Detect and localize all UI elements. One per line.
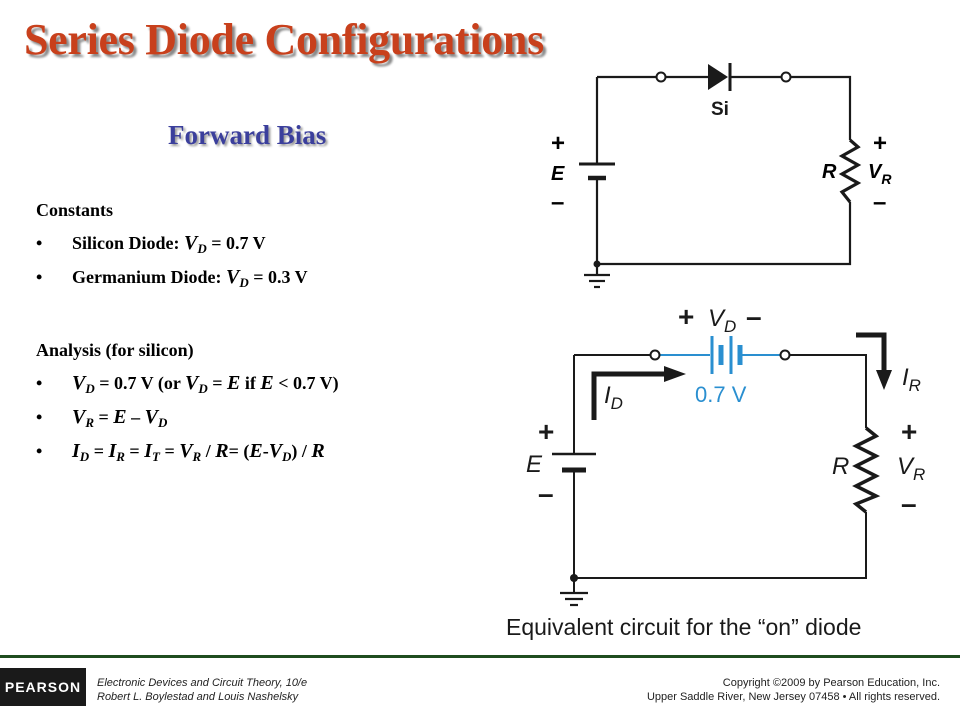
constants-heading: Constants — [36, 200, 114, 220]
resistor-zigzag — [838, 138, 862, 203]
battery-symbol — [579, 162, 615, 181]
ground-symbol — [584, 273, 610, 289]
vd-minus: – — [746, 301, 762, 332]
source-label: E — [551, 163, 565, 185]
constant-silicon: Silicon Diode: VD = 0.7 V — [36, 227, 308, 261]
eq-diode-battery-symbol — [710, 336, 743, 374]
terminal-top-right — [780, 71, 792, 83]
eq-vr-label: VR — [897, 453, 925, 484]
eq-terminal-right — [779, 349, 791, 361]
ir-label: IR — [902, 364, 921, 395]
footer-copyright: Copyright ©2009 by Pearson Education, In… — [722, 677, 940, 689]
footer-divider — [0, 655, 960, 658]
vd-label: VD — [708, 305, 736, 336]
constant-germanium: Germanium Diode: VD = 0.3 V — [36, 261, 308, 295]
eq-battery-symbol — [552, 452, 596, 473]
footer-authors: Robert L. Boylestad and Louis Nashelsky — [97, 691, 299, 703]
vr-label: VR — [868, 161, 892, 187]
eq-vr-minus: – — [901, 488, 917, 519]
slide-title: Series Diode Configurations — [24, 15, 544, 64]
figure-caption: Equivalent circuit for the “on” diode — [506, 614, 862, 640]
eq-ground-symbol — [560, 591, 588, 607]
current-id-arrow — [591, 366, 686, 420]
diode-symbol — [708, 63, 732, 91]
diode-label: Si — [711, 99, 729, 120]
equation-vd: VD = 0.7 V (or VD = E if E < 0.7 V) — [36, 367, 339, 401]
eq-source-label: E — [526, 451, 543, 478]
eq-source-minus: – — [538, 478, 554, 509]
subtitle-forward-bias: Forward Bias — [168, 120, 327, 150]
equation-id: ID = IR = IT = VR / R= (E-VD) / R — [36, 435, 339, 469]
footer-rights: Upper Saddle River, New Jersey 07458 • A… — [646, 691, 940, 703]
analysis-heading: Analysis (for silicon) — [36, 340, 194, 360]
resistor-label: R — [822, 161, 837, 183]
constants-section: Constants Silicon Diode: VD = 0.7 V Germ… — [36, 194, 308, 295]
source-plus: + — [551, 130, 565, 157]
eq-wire-right-lower — [574, 512, 867, 579]
equation-vr: VR = E – VD — [36, 401, 339, 435]
eq-resistor-label: R — [832, 453, 849, 480]
eq-vr-plus: + — [901, 416, 917, 447]
footer-book-info: Electronic Devices and Circuit Theory, 1… — [97, 676, 307, 704]
wire-right-lower — [597, 202, 852, 266]
current-ir-arrow — [856, 332, 892, 390]
vr-minus: – — [873, 189, 886, 216]
footer-book-title: Electronic Devices and Circuit Theory, 1… — [97, 677, 308, 689]
eq-terminal-left — [649, 349, 661, 361]
pearson-logo: PEARSON — [0, 668, 86, 706]
footer-copyright-info: Copyright ©2009 by Pearson Education, In… — [647, 676, 940, 704]
vd-plus: + — [678, 301, 694, 332]
eq-wire-top-right — [790, 354, 867, 428]
analysis-section: Analysis (for silicon) VD = 0.7 V (or VD… — [36, 334, 339, 469]
eq-resistor-zigzag — [852, 426, 881, 514]
vr-plus: + — [873, 130, 887, 157]
id-label: ID — [604, 382, 623, 413]
source-minus: – — [551, 189, 564, 216]
battery-value-label: 0.7 V — [695, 382, 747, 407]
wire-top-right — [791, 75, 852, 140]
terminal-top-left — [655, 71, 667, 83]
eq-source-plus: + — [538, 416, 554, 447]
eq-ground-node — [570, 574, 578, 582]
ground-node — [593, 260, 601, 268]
